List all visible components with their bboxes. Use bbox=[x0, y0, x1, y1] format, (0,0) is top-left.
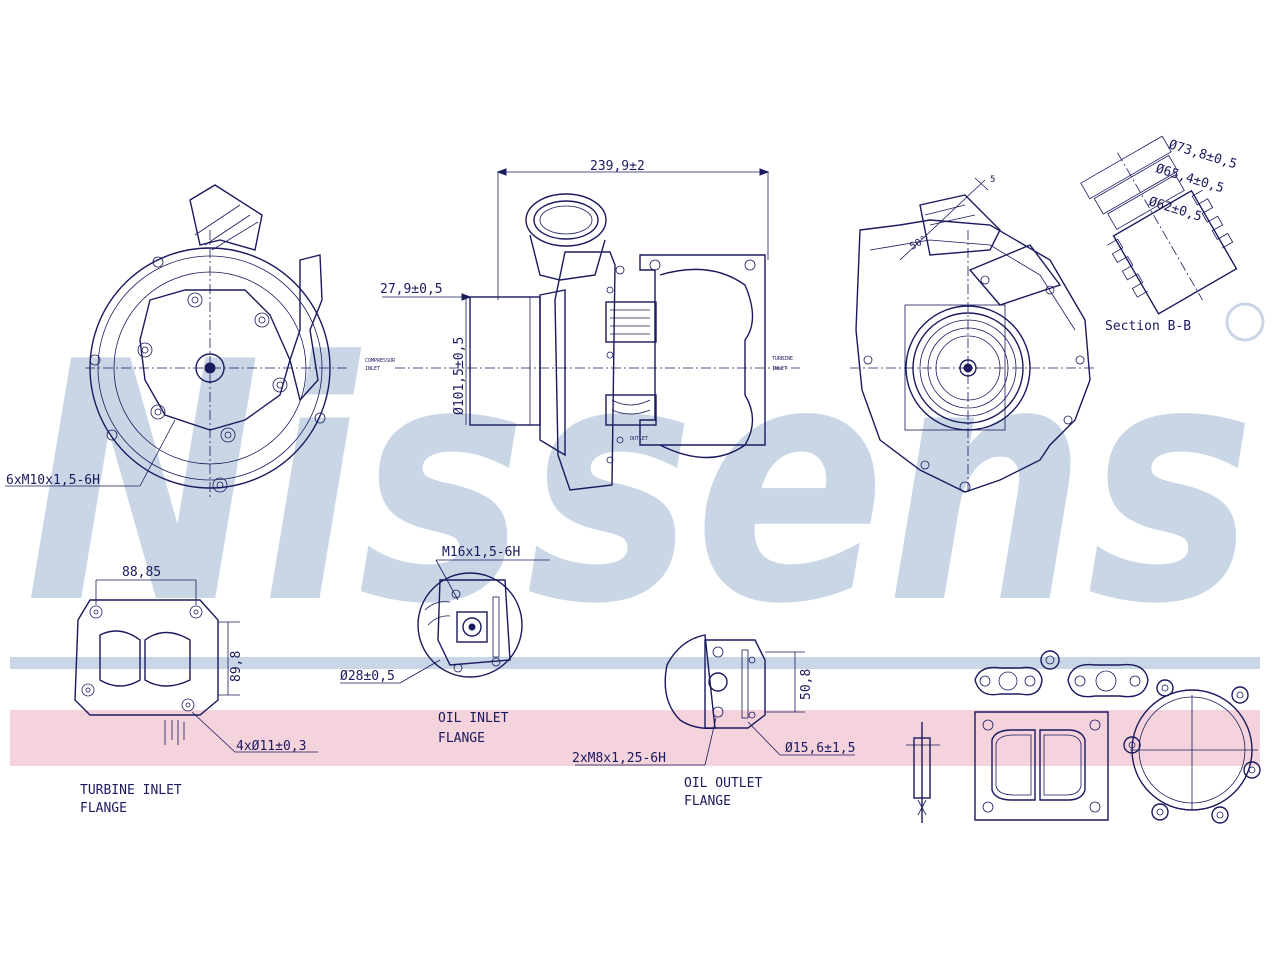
section-b-b-view bbox=[1080, 135, 1238, 315]
oil-inlet-flange-view bbox=[340, 559, 550, 684]
oil-outlet-label-line1: OIL OUTLET bbox=[684, 776, 762, 791]
registered-mark bbox=[1225, 302, 1265, 342]
flange-width-dim: 88,85 bbox=[122, 565, 161, 580]
svg-text:COMPRESSOR: COMPRESSOR bbox=[365, 358, 396, 364]
oil-outlet-flange-view bbox=[575, 634, 855, 766]
turbo-side-view: COMPRESSOR INLET TURBINE INLET OUTLET bbox=[365, 168, 800, 491]
angle-small-label: 5 bbox=[990, 175, 995, 185]
flange-height-dim: 89,8 bbox=[229, 651, 244, 682]
watermark-logo-text: Nissens bbox=[25, 292, 1255, 676]
overall-length-dim: 239,9±2 bbox=[590, 159, 645, 174]
turbine-hole-thread-label: 4xØ11±0,3 bbox=[236, 739, 306, 754]
section-b-b-label: Section B-B bbox=[1105, 319, 1191, 334]
oil-outlet-label-line2: FLANGE bbox=[684, 794, 731, 809]
oil-inlet-thread-label: M16x1,5-6H bbox=[442, 545, 520, 560]
oil-inlet-label-line1: OIL INLET bbox=[438, 711, 509, 726]
watermark-band-pink bbox=[10, 710, 1260, 766]
oil-outlet-height-dim: 50,8 bbox=[799, 669, 814, 700]
svg-text:TURBINE: TURBINE bbox=[772, 356, 793, 362]
svg-text:INLET: INLET bbox=[772, 366, 787, 372]
oil-inlet-dia-dim: Ø28±0,5 bbox=[340, 669, 395, 684]
watermark-band-blue bbox=[10, 657, 1260, 669]
compressor-inlet-dia-dim: Ø101,5±0,5 bbox=[452, 337, 467, 415]
svg-text:OUTLET: OUTLET bbox=[630, 436, 648, 442]
gasket-kit bbox=[906, 650, 1261, 824]
compressor-front-view bbox=[5, 184, 350, 500]
section-inner-dia-dim: Ø62±0,5 bbox=[1147, 194, 1204, 224]
compressor-thread-label: 6xM10x1,5-6H bbox=[6, 473, 100, 488]
oil-outlet-thread-label: 2xM8x1,25-6H bbox=[572, 751, 666, 766]
compressor-offset-dim: 27,9±0,5 bbox=[380, 282, 443, 297]
oil-outlet-dia-dim: Ø15,6±1,5 bbox=[785, 741, 855, 756]
oil-inlet-label-line2: FLANGE bbox=[438, 731, 485, 746]
turbine-rear-view bbox=[850, 177, 1095, 495]
turbine-inlet-label-line1: TURBINE INLET bbox=[80, 783, 182, 798]
turbine-inlet-flange-view bbox=[74, 579, 318, 753]
svg-text:INLET: INLET bbox=[365, 366, 380, 372]
turbine-inlet-label-line2: FLANGE bbox=[80, 801, 127, 816]
